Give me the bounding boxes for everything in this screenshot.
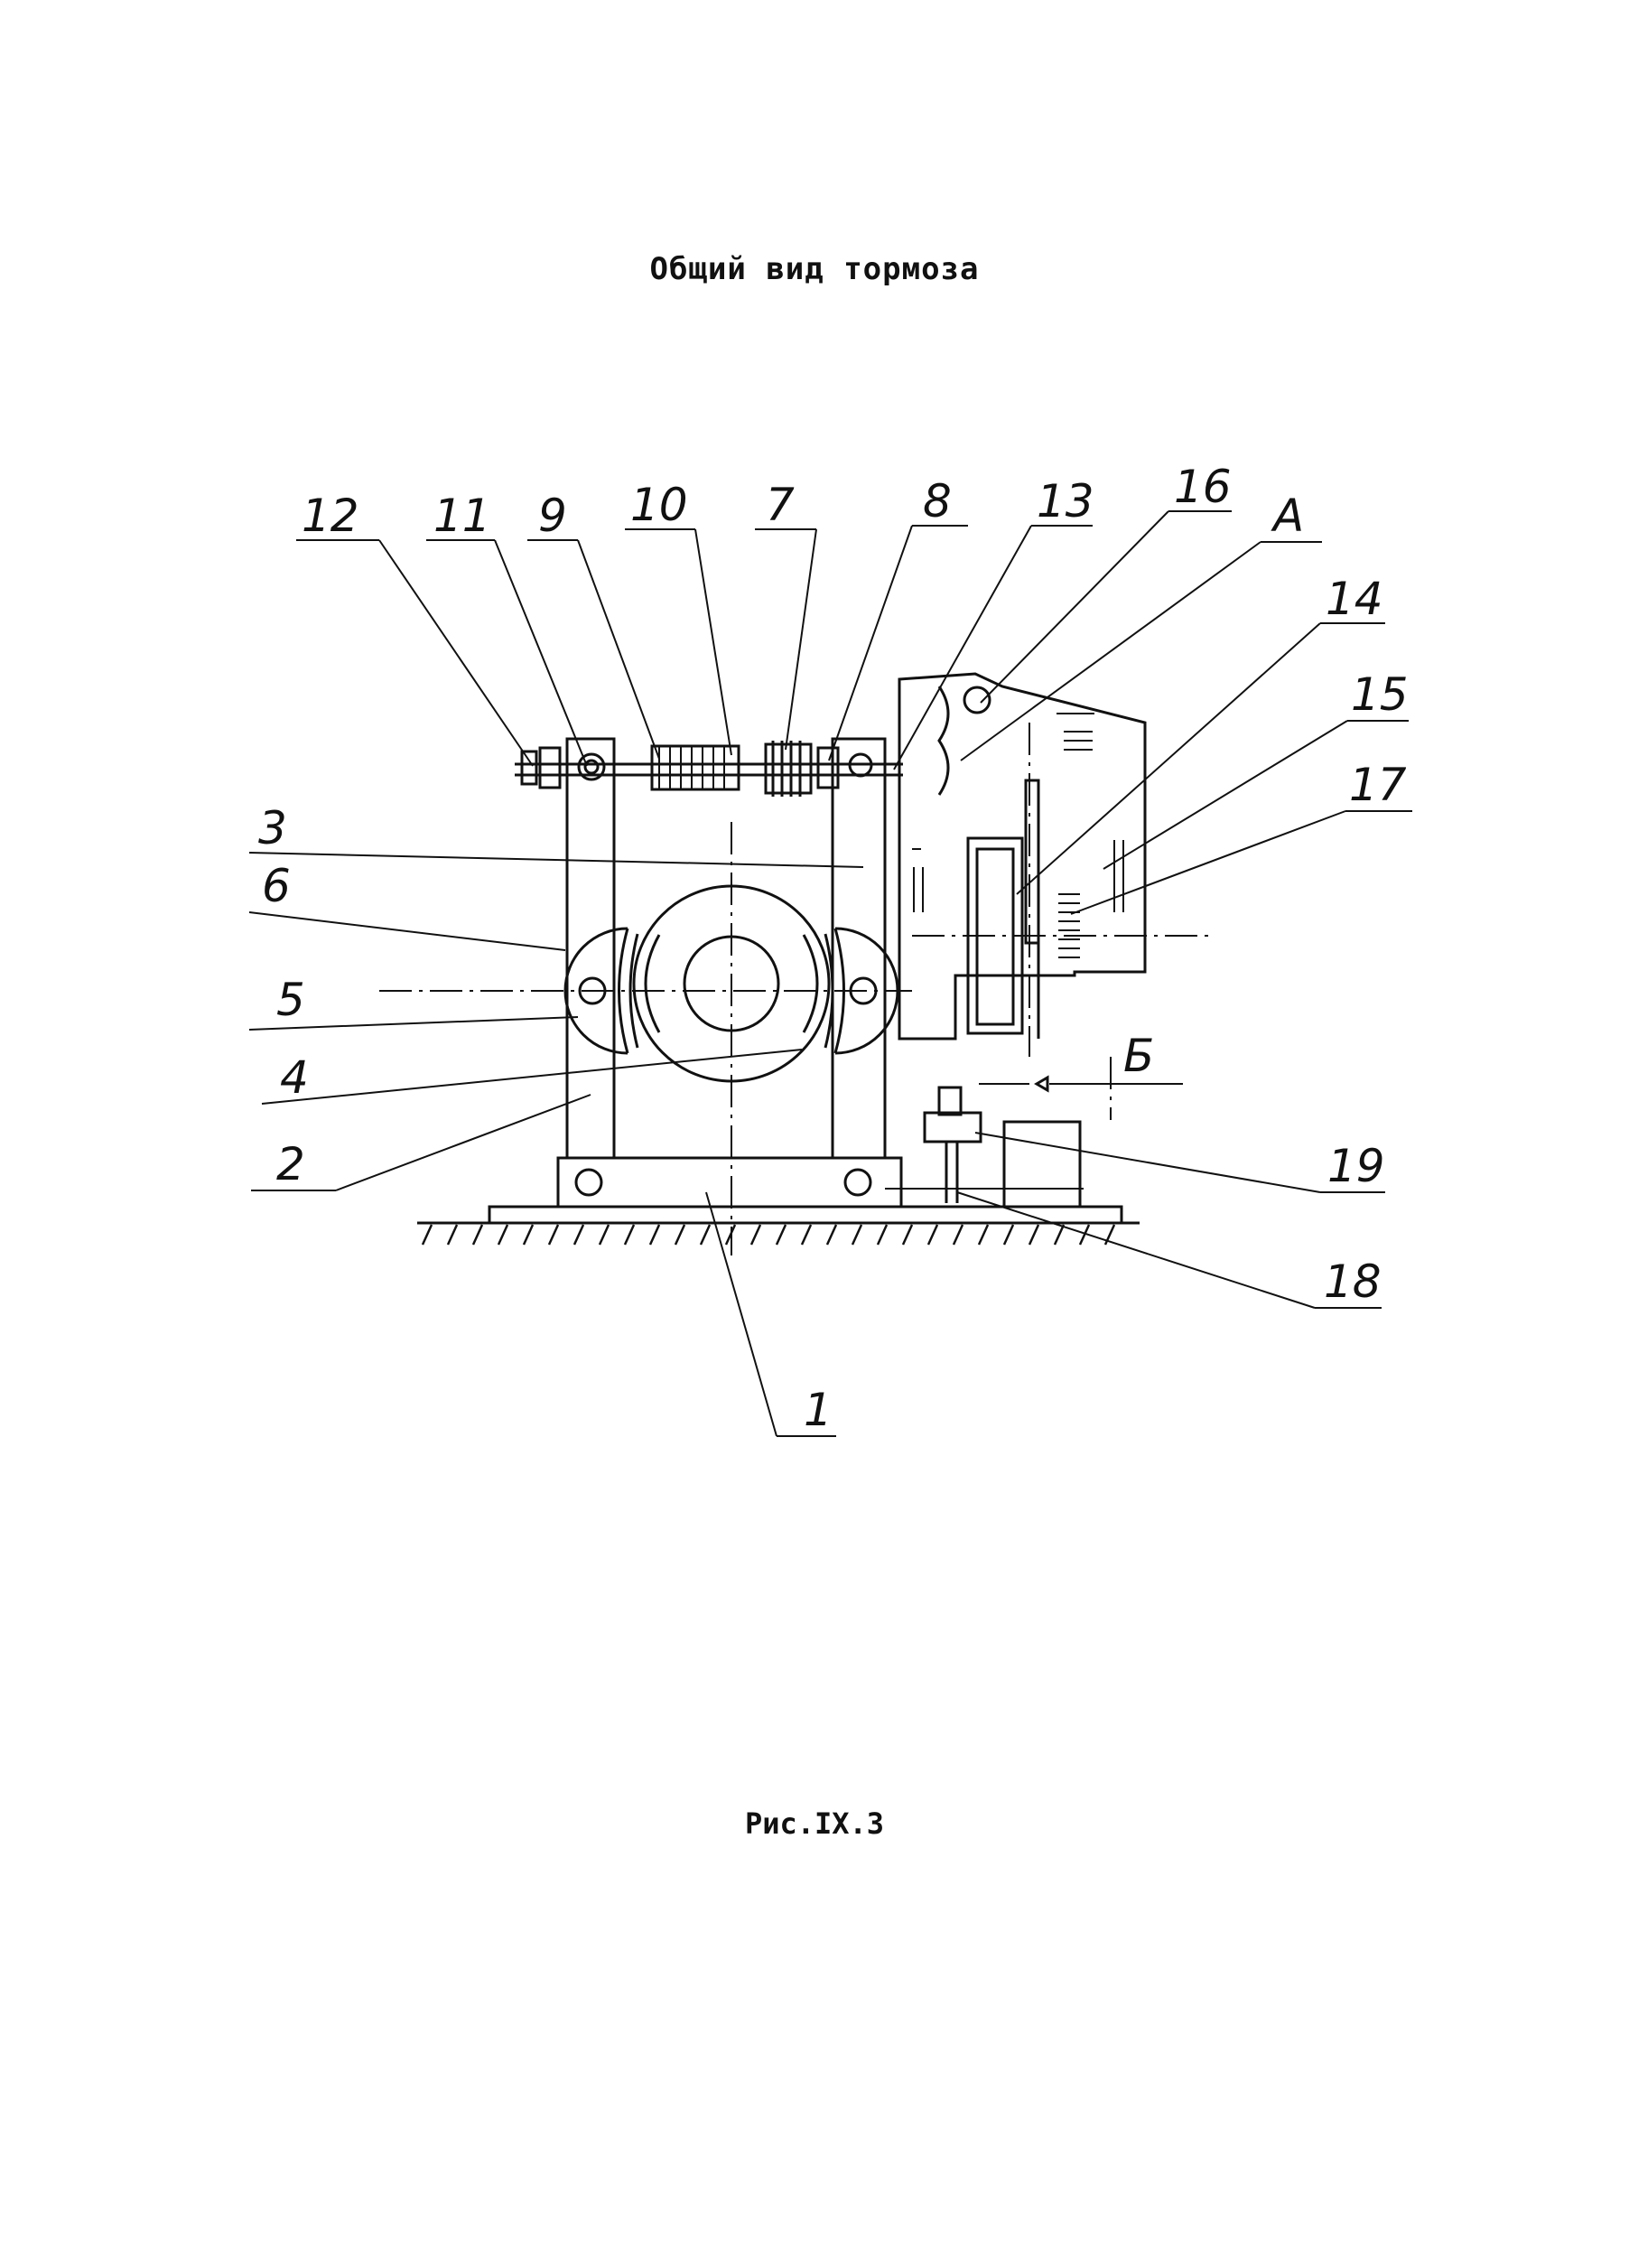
label-13: 13 — [1037, 475, 1094, 527]
left-lever — [565, 737, 616, 1160]
label-6: 6 — [262, 860, 291, 912]
limit-switch — [923, 1075, 1183, 1209]
label-14: 14 — [1326, 573, 1383, 625]
label-3: 3 — [258, 802, 287, 854]
label-A: А — [1271, 490, 1304, 542]
label-9: 9 — [538, 490, 567, 542]
label-1: 1 — [804, 1384, 833, 1436]
label-4: 4 — [280, 1051, 309, 1104]
base-frame — [488, 1156, 1123, 1225]
label-12: 12 — [302, 490, 359, 542]
label-2: 2 — [276, 1138, 305, 1190]
drawing-title: Общий вид тормоза — [649, 251, 980, 287]
label-B: Б — [1123, 1030, 1154, 1082]
label-5: 5 — [276, 974, 305, 1026]
center-lines — [379, 723, 1210, 1255]
label-10: 10 — [630, 479, 688, 531]
label-18: 18 — [1324, 1255, 1382, 1308]
leader-lines — [248, 510, 1412, 1437]
label-19: 19 — [1327, 1140, 1385, 1192]
label-16: 16 — [1174, 461, 1232, 513]
figure-caption: Рис.IX.3 — [744, 1806, 885, 1841]
part-labels: 12 11 9 10 7 8 13 16 А 14 15 17 3 6 5 4 … — [258, 461, 1409, 1436]
ground — [417, 1221, 1140, 1246]
spring-rod — [515, 741, 903, 797]
magnet-housing — [898, 672, 1147, 1041]
label-15: 15 — [1351, 668, 1409, 721]
label-17: 17 — [1349, 759, 1407, 811]
label-8: 8 — [923, 475, 952, 527]
label-11: 11 — [433, 490, 491, 542]
label-7: 7 — [766, 479, 795, 531]
